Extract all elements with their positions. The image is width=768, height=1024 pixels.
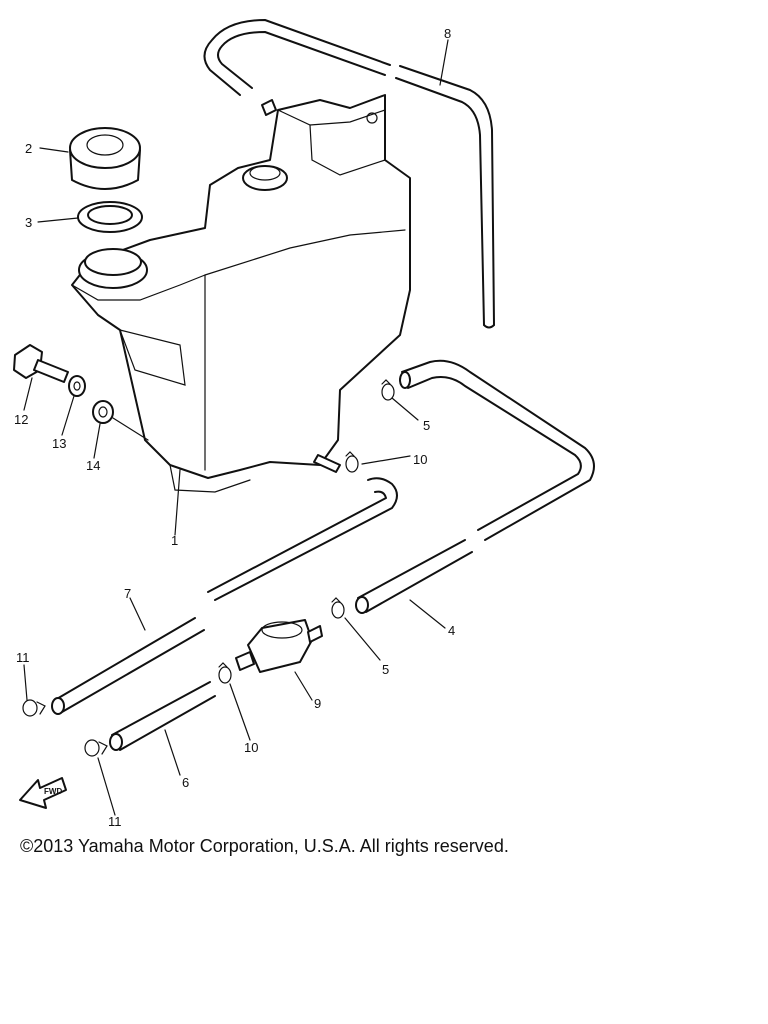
part-callouts: 1 2 3 4 5 5 6 7 8 9 10 10 11 11 12 13 14 bbox=[14, 26, 455, 829]
callout-13: 13 bbox=[52, 436, 66, 451]
fuel-filter bbox=[235, 619, 323, 673]
forward-arrow-icon: FWD bbox=[19, 777, 67, 809]
hose-7 bbox=[51, 477, 398, 715]
callout-10a: 10 bbox=[413, 452, 427, 467]
coolant-reservoir-exploded-diagram: FWD 1 2 3 4 5 5 6 7 8 9 10 10 11 11 12 1… bbox=[13, 19, 595, 829]
hose-4 bbox=[355, 539, 473, 614]
copyright-notice: ©2013 Yamaha Motor Corporation, U.S.A. A… bbox=[20, 836, 509, 856]
callout-10b: 10 bbox=[244, 740, 258, 755]
clamp-5-lower bbox=[331, 597, 345, 619]
callout-9: 9 bbox=[314, 696, 321, 711]
callout-3: 3 bbox=[25, 215, 32, 230]
clamp-10-lower bbox=[218, 662, 232, 684]
clamp-5-upper bbox=[381, 379, 395, 401]
callout-5b: 5 bbox=[382, 662, 389, 677]
reservoir-tank bbox=[71, 94, 411, 493]
grommet-14 bbox=[92, 400, 149, 441]
callout-11b: 11 bbox=[108, 814, 122, 829]
callout-1: 1 bbox=[171, 533, 178, 548]
return-hose bbox=[399, 359, 595, 541]
callout-7: 7 bbox=[124, 586, 131, 601]
washer-13 bbox=[68, 375, 86, 397]
bolt bbox=[13, 344, 69, 383]
reservoir-cap bbox=[69, 127, 141, 190]
forward-arrow-label: FWD bbox=[44, 787, 62, 796]
hose-8 bbox=[203, 19, 495, 329]
leader-lines bbox=[23, 39, 449, 816]
cap-gasket bbox=[77, 201, 143, 233]
hose-6 bbox=[109, 681, 216, 751]
callout-5a: 5 bbox=[423, 418, 430, 433]
callout-11a: 11 bbox=[16, 650, 30, 665]
callout-12: 12 bbox=[14, 412, 28, 427]
callout-8: 8 bbox=[444, 26, 451, 41]
callout-2: 2 bbox=[25, 141, 32, 156]
callout-14: 14 bbox=[86, 458, 100, 473]
clamp-11-upper bbox=[22, 699, 46, 717]
callout-6: 6 bbox=[182, 775, 189, 790]
callout-4: 4 bbox=[448, 623, 455, 638]
clamp-11-lower bbox=[84, 739, 108, 757]
clamp-10-upper bbox=[345, 451, 359, 473]
